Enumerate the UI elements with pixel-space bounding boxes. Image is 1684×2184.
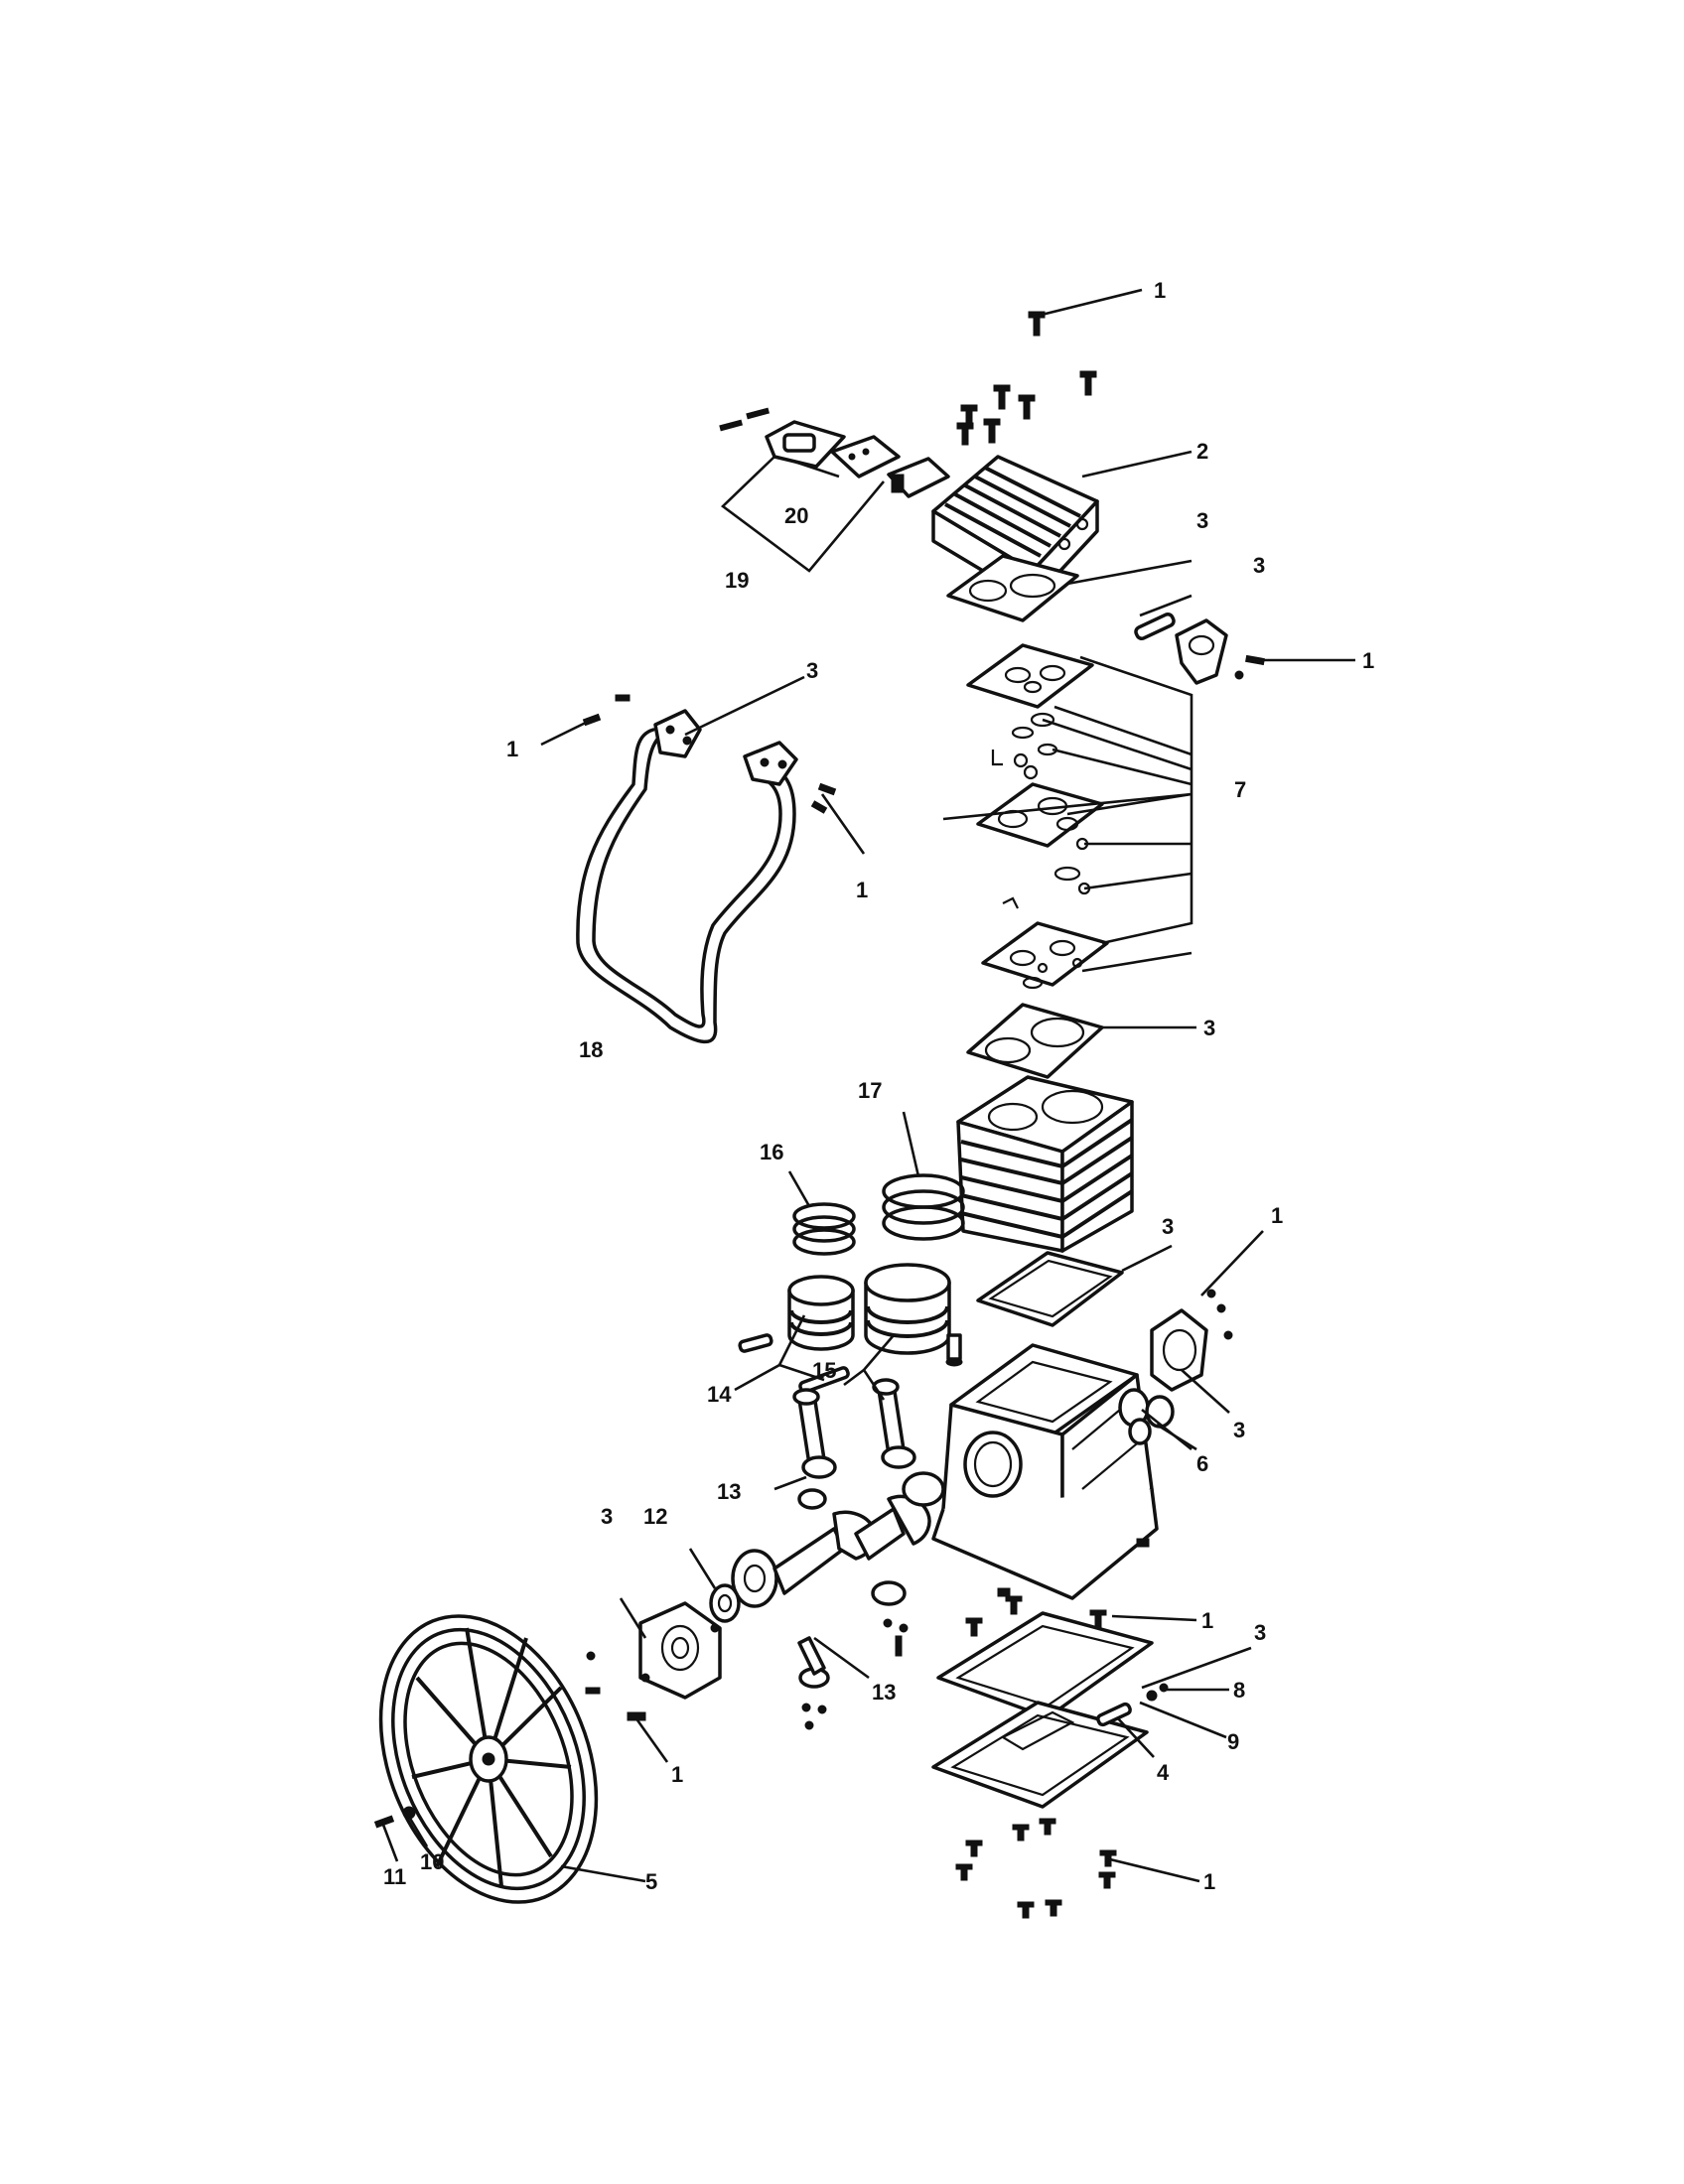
callout-label: 14 [707, 1382, 732, 1407]
front-bearing-cover [585, 1601, 722, 1721]
callout-label: 3 [1254, 1620, 1266, 1645]
callout-label: 3 [1233, 1418, 1245, 1442]
callout-label: 1 [1271, 1203, 1283, 1228]
callout-label: 16 [760, 1140, 783, 1164]
cylinder-gasket [966, 1003, 1104, 1079]
callout-label: 3 [1196, 508, 1208, 533]
callout-label: 13 [717, 1479, 741, 1504]
pistons-and-rings [738, 1173, 965, 1510]
callout-label: 1 [671, 1762, 683, 1787]
callout-label: 18 [579, 1037, 603, 1062]
rear-bearing-cover [1118, 1289, 1233, 1445]
cylinder-block [956, 1075, 1134, 1253]
callout-label: 1 [1362, 648, 1374, 673]
callout-label: 17 [858, 1078, 882, 1103]
callout-label: 3 [806, 658, 818, 683]
callout-label: 11 [383, 1864, 406, 1889]
crankcase-bottom-cover [931, 1595, 1169, 1919]
callout-label: 1 [856, 878, 868, 902]
callout-label: 6 [1196, 1451, 1208, 1476]
base-gasket [976, 1251, 1124, 1327]
intake-filter-assembly [719, 407, 950, 498]
crankshaft [709, 1471, 945, 1730]
callout-label: 3 [1162, 1214, 1174, 1239]
leader-lines [381, 288, 1355, 1883]
callout-label: 1 [1201, 1608, 1213, 1633]
callout-label: 19 [725, 568, 749, 593]
callout-label: 1 [1203, 1869, 1215, 1894]
callout-label: 3 [601, 1504, 613, 1529]
callout-label: 2 [1196, 439, 1208, 464]
callout-label: 3 [1253, 553, 1265, 578]
callout-label: 12 [643, 1504, 667, 1529]
callout-label: 9 [1227, 1729, 1239, 1754]
head-bolts [956, 311, 1097, 446]
cylinder-head [931, 455, 1099, 603]
head-gasket [946, 554, 1079, 622]
discharge-elbow [1134, 613, 1265, 685]
callout-label: 8 [1233, 1678, 1245, 1703]
callout-label: 1 [506, 737, 518, 761]
air-tube [576, 694, 837, 1044]
callout-label: 13 [872, 1680, 896, 1705]
flywheel [373, 1614, 599, 1904]
callout-label: 1 [1154, 278, 1166, 303]
callouts: 1 2 3 3 1 3 1 1 7 3 17 16 3 1 15 14 3 6 … [383, 278, 1374, 1894]
callout-label: 15 [812, 1358, 836, 1383]
callout-label: 5 [645, 1869, 657, 1894]
callout-label: 10 [420, 1849, 444, 1874]
crankcase [931, 1333, 1159, 1600]
callout-label: 7 [1234, 777, 1246, 802]
callout-label: 3 [1203, 1016, 1215, 1040]
valve-plate-assembly [966, 643, 1109, 990]
callout-label: 4 [1157, 1760, 1170, 1785]
callout-label: 20 [784, 503, 808, 528]
